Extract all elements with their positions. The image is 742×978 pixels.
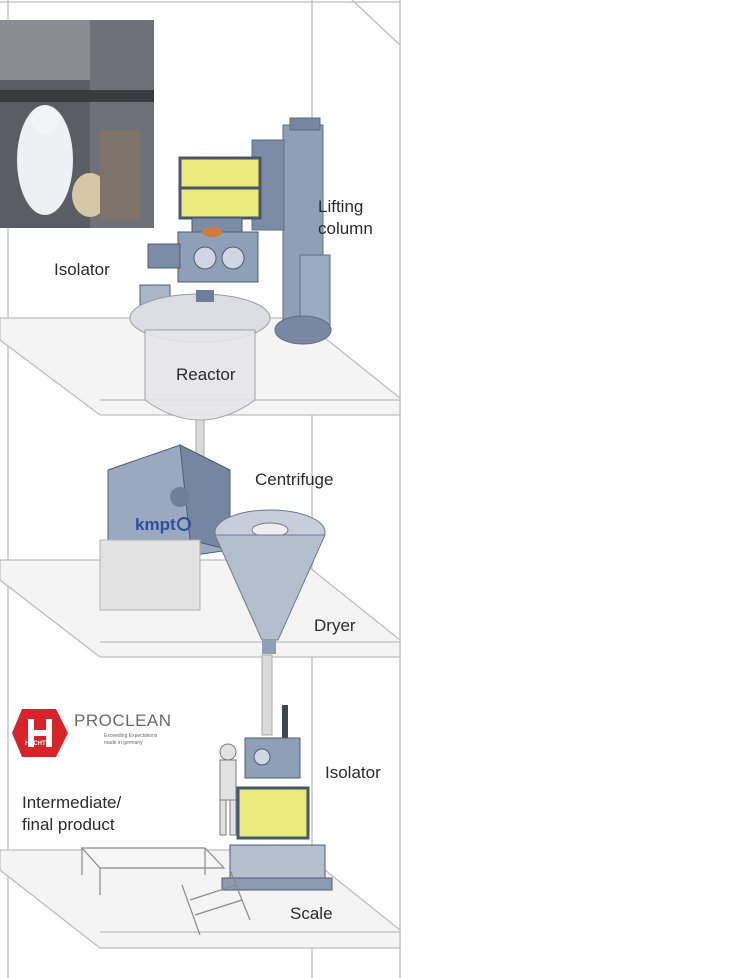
label-centrifuge: Centrifuge [255,470,334,489]
bottom-isolator [221,705,333,891]
dryer [214,509,326,654]
label-intermediate-line2: final product [22,815,115,834]
label-isolator-bottom: Isolator [325,763,381,782]
label-lifting-column-line1: Lifting [318,197,364,216]
centrifuge [99,444,231,611]
pipe-lower [261,654,273,736]
label-dryer: Dryer [314,616,356,635]
label-lifting-column-line2: column [318,219,373,238]
reactor [129,290,271,421]
kmpt-logo-text: kmpt [135,515,176,534]
hecht-small-text: HECHT [25,741,46,747]
table-and-stairs [80,847,251,936]
label-isolator-top: Isolator [54,260,110,279]
hecht-logo-icon [12,709,68,757]
proclean-wordmark: PROCLEAN [74,711,172,730]
hecht-proclean-logo: HECHT PROCLEAN Exceeding Expectations ma… [12,705,172,761]
proclean-tagline-1: Exceeding Expectations [104,733,158,739]
cleanroom-operator-photo [0,20,154,228]
label-intermediate-product: Intermediate/ final product [22,792,121,836]
top-yellow-container [178,156,262,233]
proclean-tagline-2: made in germany [104,740,143,746]
kmpt-logo-icon: kmpt [135,515,191,534]
label-lifting-column: Lifting column [318,196,373,240]
label-intermediate-line1: Intermediate/ [22,793,122,812]
label-reactor: Reactor [176,365,236,384]
label-scale: Scale [290,904,333,923]
operator-figure-icon [219,743,237,836]
